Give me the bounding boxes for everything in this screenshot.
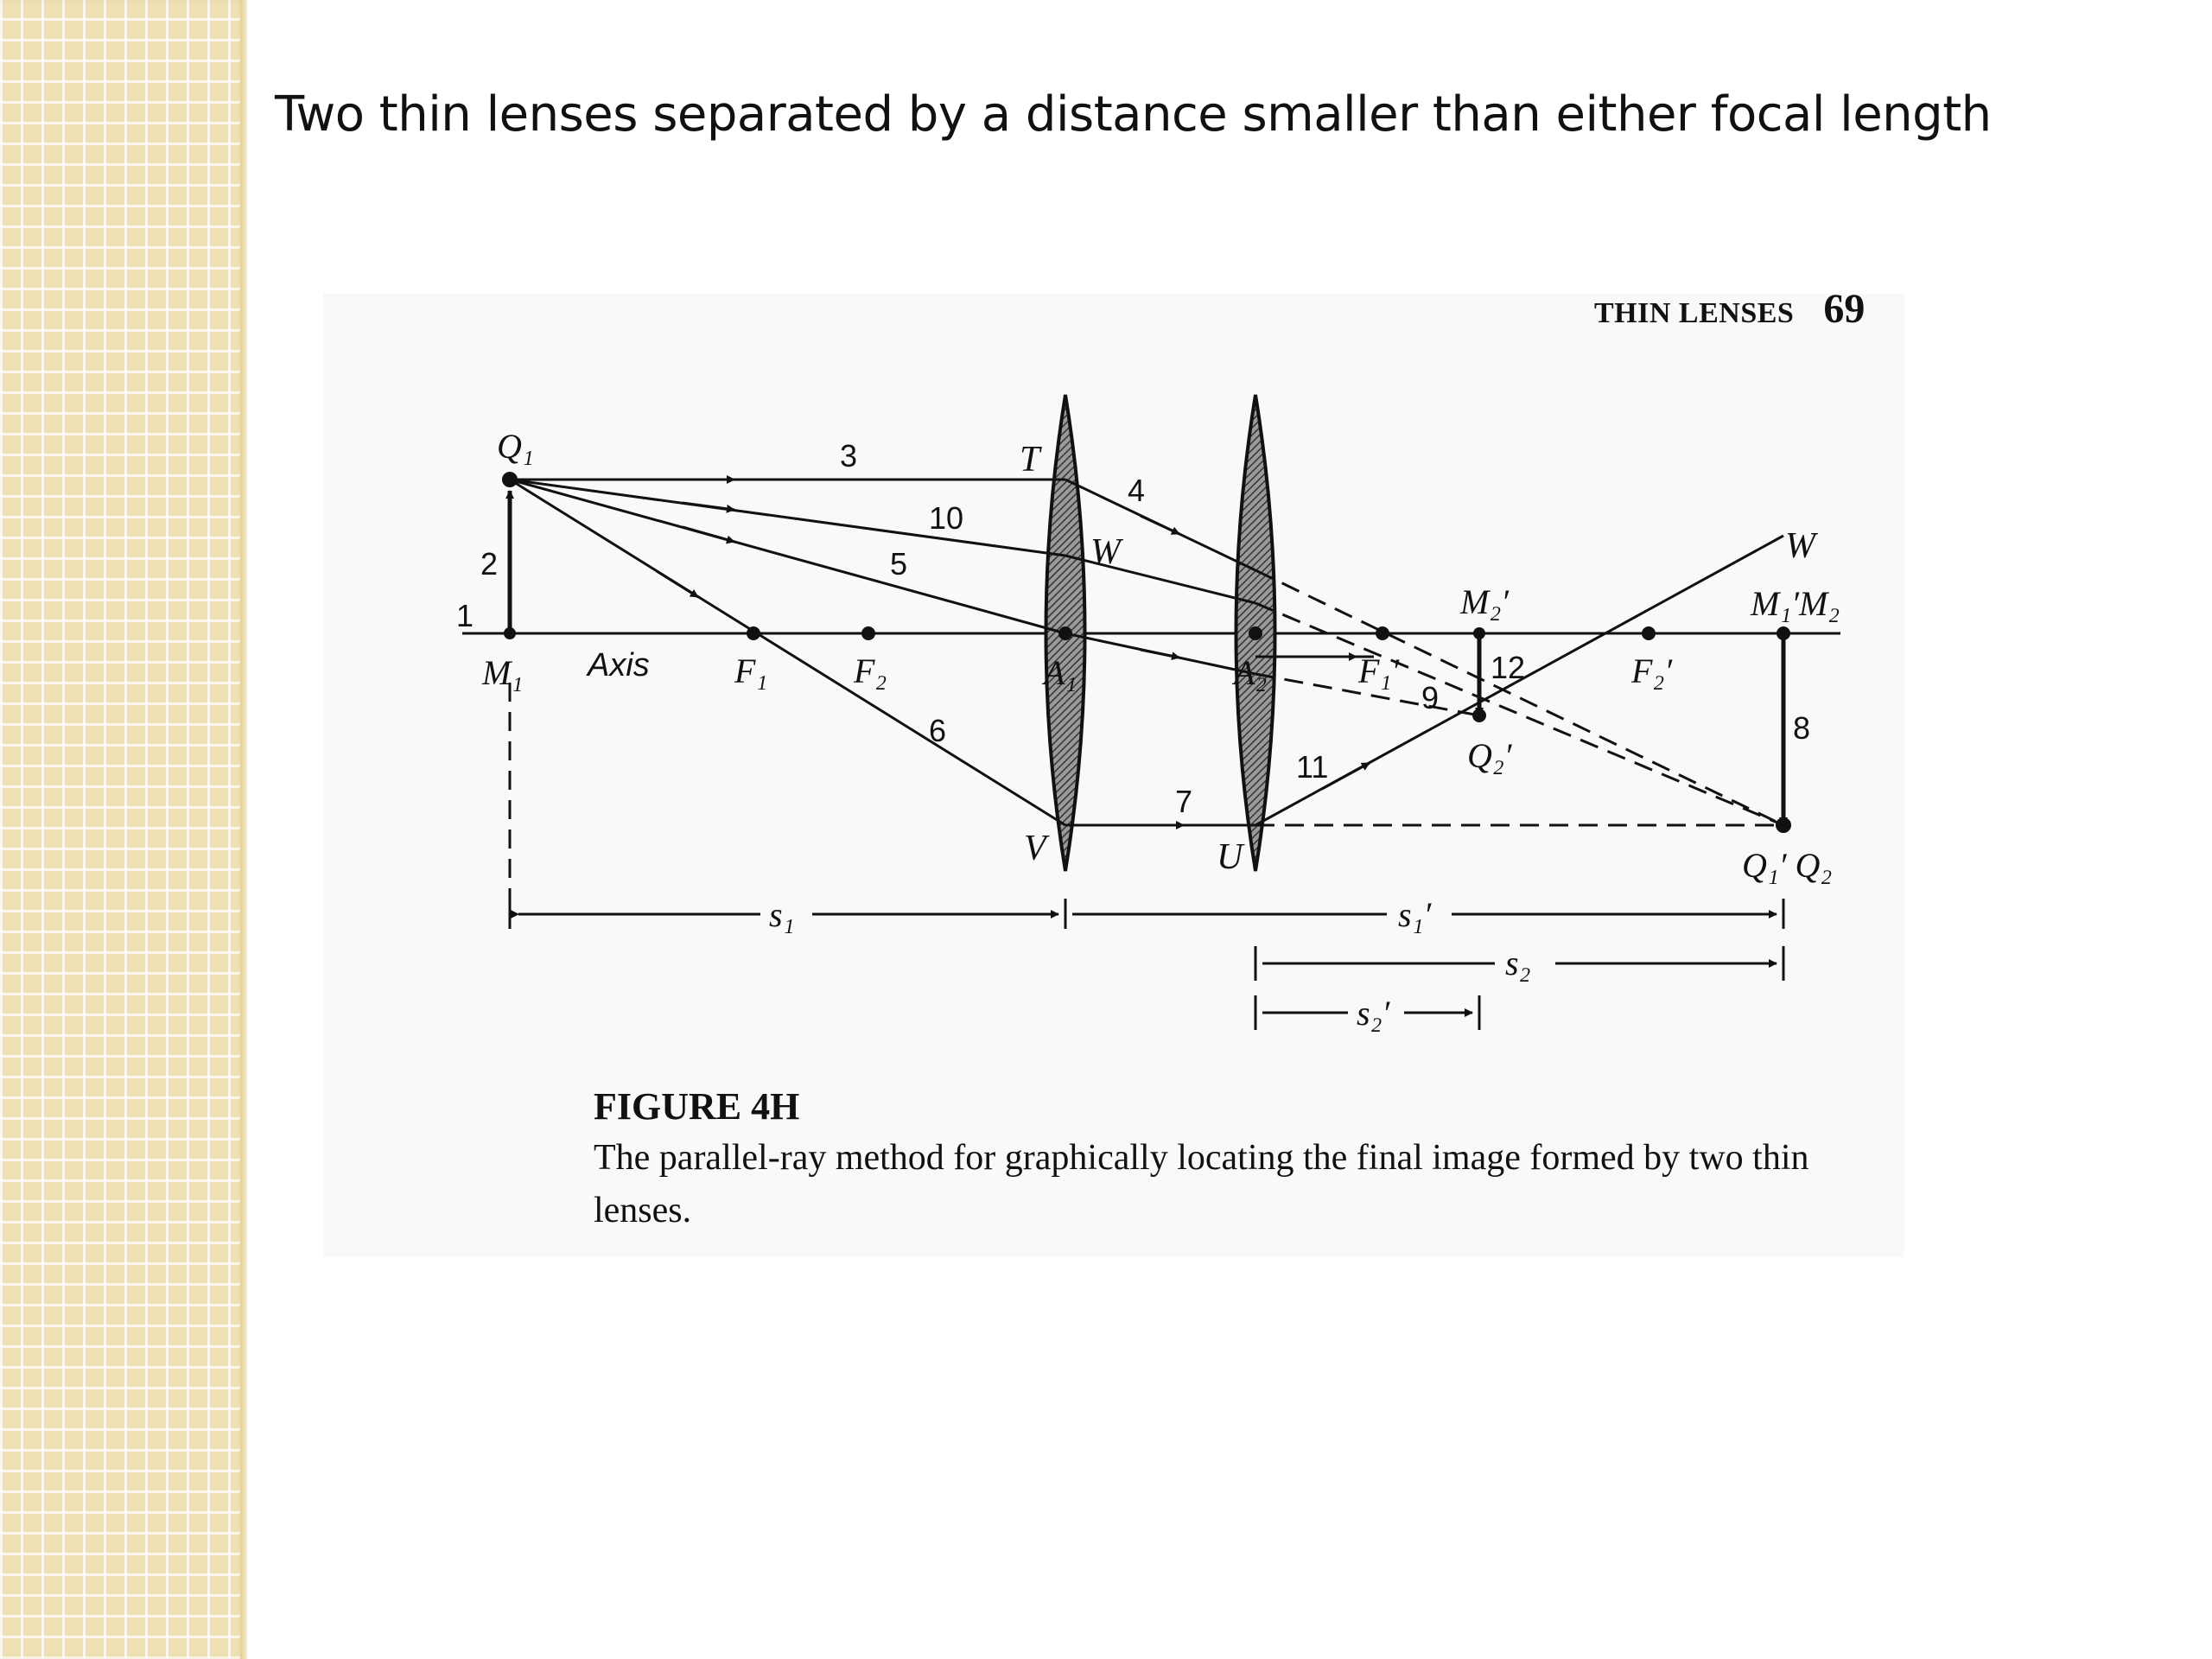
ray-6	[509, 478, 1066, 827]
dimension-s1	[508, 899, 1067, 929]
ray-10-continued	[1065, 554, 1256, 605]
point-m1-prime-m2	[1777, 626, 1790, 640]
figure-scan-background	[323, 294, 1904, 1257]
ray-label-8: 8	[1793, 710, 1810, 746]
point-q1-prime-q2	[1776, 817, 1791, 833]
dim-label-s2: s₂	[1505, 944, 1530, 982]
label-f1: F₁	[734, 652, 767, 690]
label-q2-prime: Q₂′	[1467, 736, 1513, 775]
figure-caption: FIGURE 4H The parallel-ray method for gr…	[594, 1084, 1881, 1237]
label-q1-prime-q2: Q₁′ Q₂	[1742, 846, 1832, 885]
figure-label: FIGURE 4H	[594, 1085, 800, 1128]
label-a1: A₁	[1041, 653, 1077, 692]
label-q1: Q₁	[497, 427, 534, 466]
label-m2-prime: M₂′	[1459, 582, 1510, 621]
ray-label-3: 3	[840, 438, 857, 474]
ray-5	[509, 478, 1066, 635]
point-f1	[747, 626, 760, 640]
ray-label-4: 4	[1128, 473, 1145, 508]
label-w-right: W	[1785, 526, 1819, 566]
sidebar-edge	[240, 0, 247, 1659]
ray-5-arrow-2	[1140, 648, 1180, 661]
label-m1-prime-m2: M₁′M₂	[1750, 584, 1840, 623]
figure-caption-text: The parallel-ray method for graphically …	[594, 1138, 1809, 1230]
point-a1	[1058, 626, 1072, 640]
ray-label-12: 12	[1491, 650, 1525, 685]
ray-6-arrow	[656, 569, 699, 599]
ray-10-dashed	[1255, 601, 1784, 827]
page-number: 69	[1823, 286, 1866, 332]
ray-label-6: 6	[929, 713, 946, 748]
ray-label-5: 5	[890, 546, 907, 582]
ray-label-7: 7	[1175, 784, 1192, 819]
label-t: T	[1020, 440, 1042, 480]
book-page-header: THIN LENSES 69	[1594, 285, 1865, 333]
point-q2-prime	[1472, 709, 1486, 722]
ray-label-1: 1	[456, 598, 474, 633]
label-m1: M₁	[481, 653, 523, 692]
dim-label-s1-prime: s₁′	[1398, 895, 1432, 934]
point-f2-prime	[1642, 626, 1656, 640]
ray-label-10: 10	[929, 500, 963, 536]
label-f2: F₂	[853, 652, 887, 690]
dimension-s2-prime	[1254, 995, 1481, 1030]
ray-4-arrow	[1140, 514, 1180, 536]
ray-10	[509, 478, 1066, 557]
ray-label-2: 2	[480, 546, 498, 582]
label-a2: A₂	[1231, 653, 1267, 692]
label-w: W	[1090, 532, 1124, 572]
ray-9-dashed	[1255, 672, 1480, 717]
ray-label-9: 9	[1421, 680, 1439, 715]
label-v: V	[1024, 829, 1050, 868]
slide-title: Two thin lenses separated by a distance …	[275, 86, 1992, 143]
ray-4-dashed	[1255, 569, 1784, 827]
point-q1	[502, 472, 518, 487]
ray-5-arrow	[682, 525, 735, 544]
dim-label-s1: s₁	[769, 895, 794, 934]
label-f1-prime: F₁′	[1357, 652, 1400, 690]
label-f2-prime: F₂′	[1630, 652, 1673, 690]
dim-label-s2-prime: s₂′	[1357, 994, 1390, 1033]
dimension-s2	[1254, 946, 1785, 981]
point-f1-prime	[1376, 626, 1389, 640]
running-head: THIN LENSES	[1594, 297, 1795, 329]
label-axis: Axis	[586, 647, 650, 683]
label-u: U	[1217, 837, 1245, 877]
point-a2	[1249, 626, 1262, 640]
decorative-sidebar	[0, 0, 245, 1659]
point-f2	[861, 626, 875, 640]
ray-11-arrow	[1321, 761, 1370, 791]
dimension-s1-prime	[1072, 899, 1785, 929]
ray-10-arrow	[682, 501, 735, 513]
point-m1	[504, 627, 516, 639]
ray-label-11: 11	[1296, 749, 1328, 785]
point-m2-prime	[1473, 627, 1485, 639]
